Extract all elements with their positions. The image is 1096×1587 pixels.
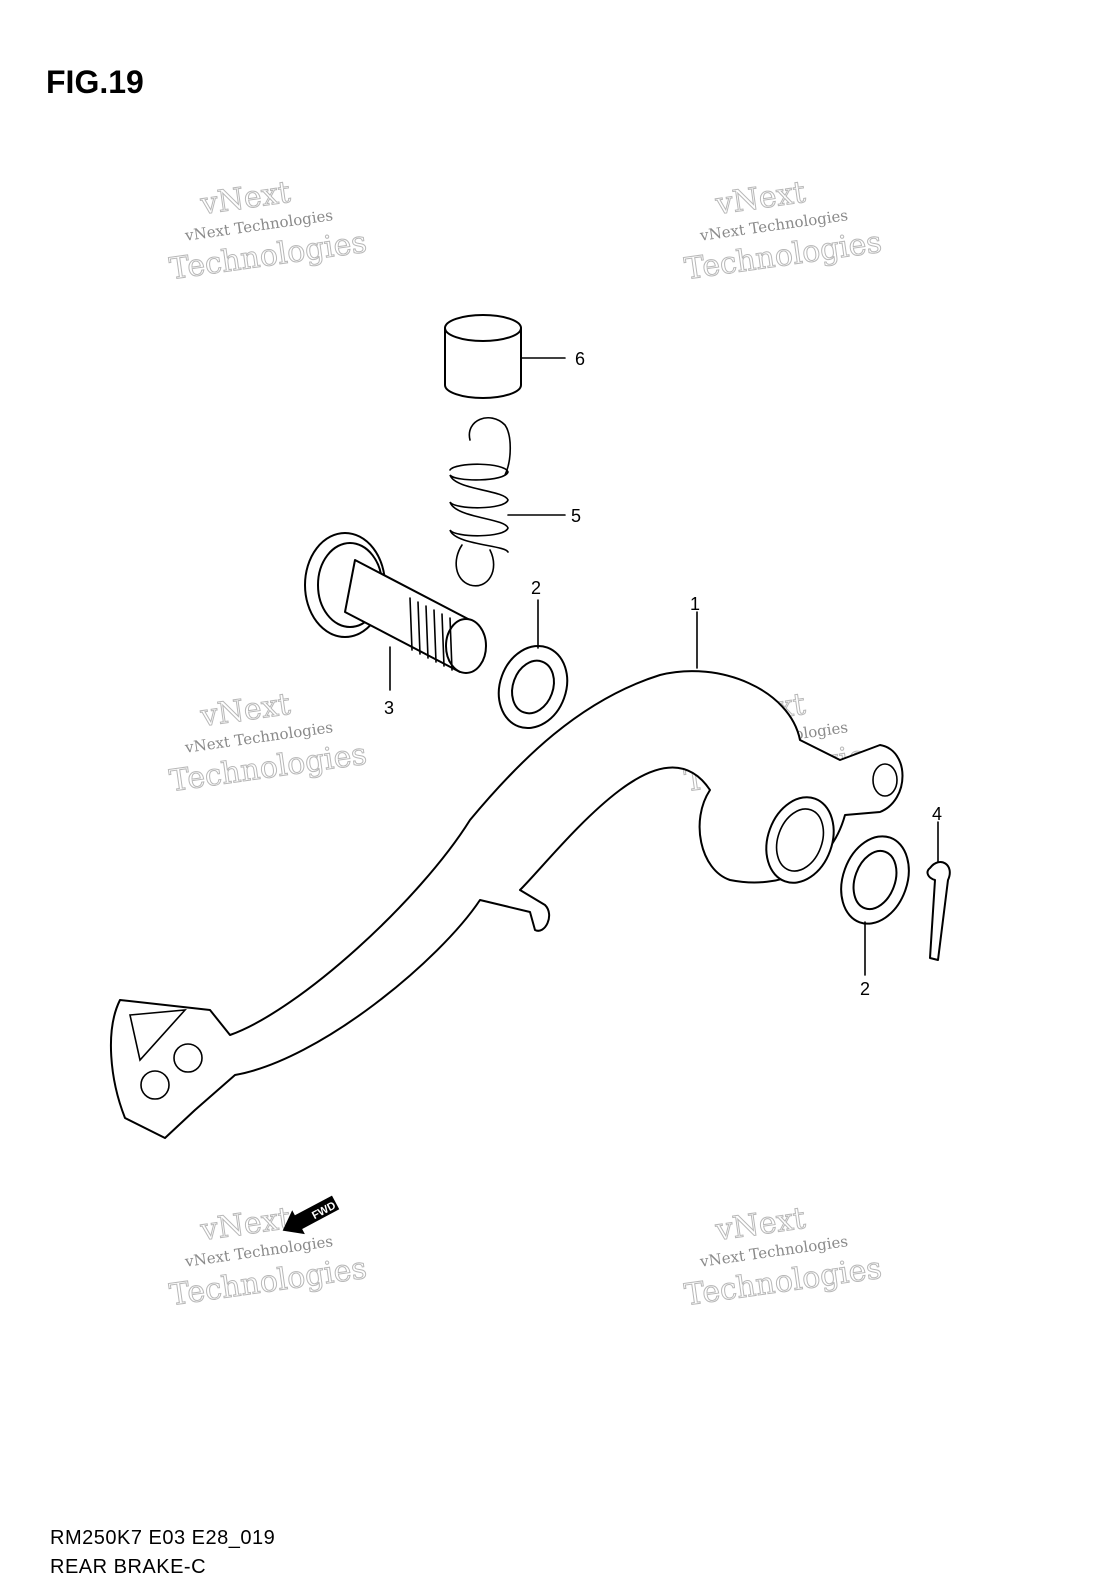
callout-6: 6 [575, 349, 585, 369]
callout-1: 1 [690, 594, 700, 614]
part-4-cotter-pin [926, 821, 951, 961]
callout-4: 4 [932, 804, 942, 824]
part-1-brake-pedal [109, 611, 904, 1139]
watermark-bottom-right: vNext vNext Technologies Technologies [682, 1200, 884, 1313]
diagram-name: REAR BRAKE-C [50, 1556, 207, 1578]
watermark-mid-left: vNext vNext Technologies Technologies [167, 686, 369, 799]
part-3-pivot-bolt [304, 532, 487, 691]
diagram-code: RM250K7 E03 E28_019 [50, 1527, 276, 1549]
callout-3: 3 [384, 698, 394, 718]
part-6-bushing [444, 314, 566, 399]
callout-2-lower: 2 [860, 979, 870, 999]
callout-5: 5 [571, 506, 581, 526]
watermark-top-right: vNext vNext Technologies Technologies [682, 174, 884, 287]
part-2-washer-lower [840, 835, 910, 976]
callout-2-upper: 2 [531, 578, 541, 598]
fwd-arrow-icon: FWD [282, 1195, 340, 1235]
part-5-spring [449, 416, 566, 587]
figure-title: FIG.19 [46, 64, 144, 100]
part-2-washer-upper [497, 599, 569, 730]
fwd-label: FWD [310, 1200, 338, 1222]
watermark-top-left: vNext vNext Technologies Technologies [167, 174, 369, 287]
